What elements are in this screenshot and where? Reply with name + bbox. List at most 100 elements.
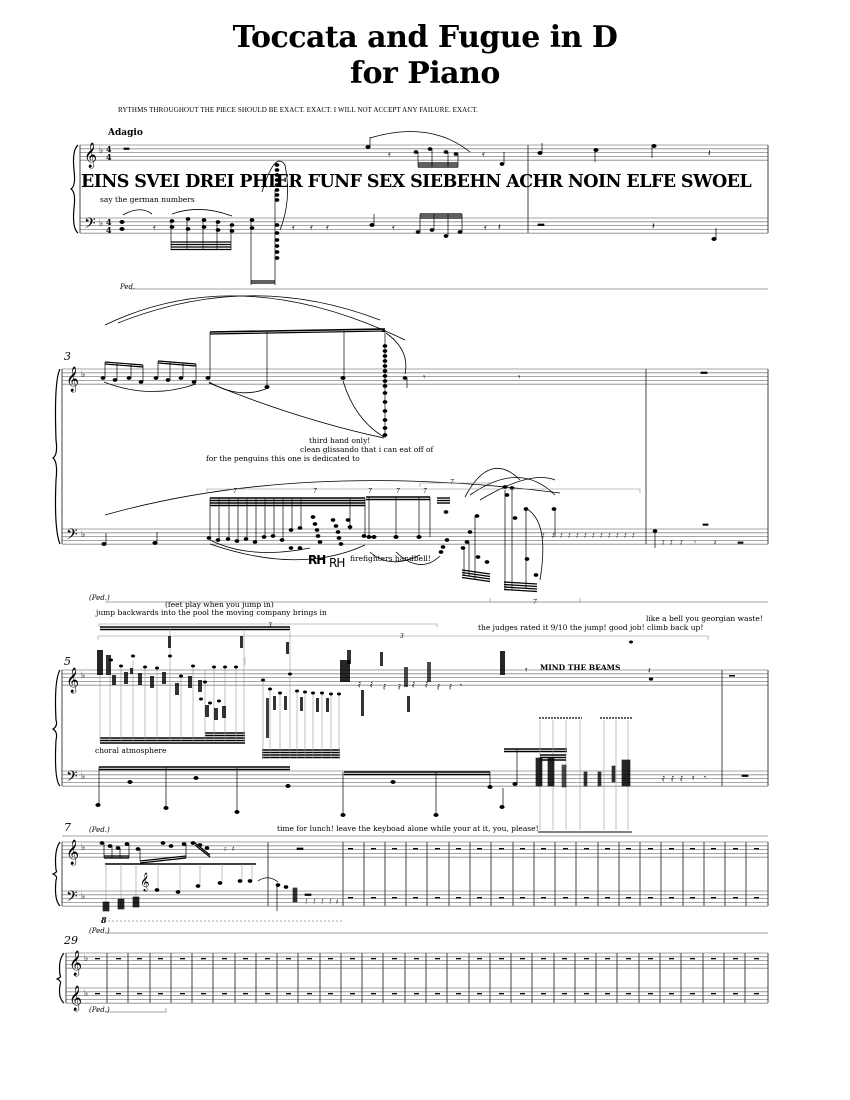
svg-text:4: 4 — [106, 144, 112, 154]
svg-text:𝄽: 𝄽 — [336, 898, 338, 906]
svg-text:𝅀: 𝅀 — [670, 539, 673, 547]
tempo-marking: Adagio — [108, 128, 143, 138]
svg-text:𝅀: 𝅀 — [680, 775, 683, 784]
svg-text:𝄿: 𝄿 — [292, 223, 295, 233]
svg-text:𝅀: 𝅀 — [592, 532, 595, 540]
performance-instruction: RYTHMS THROUGHOUT THE PIECE SHOULD BE EX… — [118, 106, 478, 114]
system-2 — [62, 368, 768, 545]
svg-text:4: 4 — [106, 225, 112, 235]
svg-text:𝄞: 𝄞 — [66, 667, 79, 693]
svg-text:𝅀: 𝅀 — [632, 532, 635, 540]
system-5-barlines — [65, 953, 769, 1003]
svg-text:𝅀: 𝅀 — [449, 683, 452, 692]
svg-text:𝄿: 𝄿 — [310, 223, 313, 233]
markup-feet-play: (feet play when you jump in) — [165, 600, 274, 609]
svg-text:𝅀: 𝅀 — [584, 532, 587, 540]
svg-text:𝅀: 𝅀 — [305, 898, 308, 906]
svg-text:7: 7 — [533, 599, 537, 606]
svg-text:7: 7 — [450, 479, 454, 486]
svg-text:𝄿: 𝄿 — [224, 845, 227, 853]
svg-text:♭: ♭ — [81, 843, 85, 853]
svg-text:3: 3 — [400, 633, 404, 640]
pedal-marking: Ped. — [120, 283, 136, 291]
svg-text:𝅀: 𝅀 — [313, 898, 316, 906]
treble-clef-icon: 𝄞 — [84, 142, 97, 168]
system-1-brace — [69, 144, 79, 234]
svg-text:𝄽: 𝄽 — [232, 845, 234, 853]
svg-text:𝄾: 𝄾 — [694, 539, 696, 547]
svg-text:𝅀: 𝅀 — [358, 681, 361, 690]
svg-text:♭: ♭ — [81, 671, 85, 681]
system-4 — [62, 835, 768, 934]
markup-jump-backwards: jump backwards into the pool the moving … — [96, 608, 327, 617]
markup-georgian: like a bell you georgian waste! — [646, 614, 763, 623]
markup-glissando: clean glissando that i can eat off of — [300, 445, 434, 454]
svg-text:♭: ♭ — [81, 530, 85, 540]
svg-text:𝅀: 𝅀 — [398, 683, 401, 692]
system-1 — [80, 144, 768, 234]
svg-text:𝄾: 𝄾 — [460, 681, 462, 690]
svg-text:7: 7 — [313, 488, 317, 495]
hand-label-rh-1: RH — [308, 553, 326, 567]
svg-text:4: 4 — [106, 152, 112, 162]
svg-text:𝅀: 𝅀 — [568, 532, 571, 540]
svg-text:♭: ♭ — [81, 370, 85, 380]
bass-clef-icon: 𝄢 — [84, 215, 96, 236]
svg-text:𝄽: 𝄽 — [498, 223, 501, 233]
svg-text:7: 7 — [396, 488, 400, 495]
multimeasure-rests-system-5 — [95, 958, 759, 995]
svg-text:♭: ♭ — [84, 989, 88, 999]
svg-text:𝅀: 𝅀 — [321, 898, 324, 906]
measure-number: 29 — [64, 934, 78, 947]
svg-text:𝄿: 𝄿 — [484, 223, 487, 233]
lyrics-line: EINS SVEI DREI PHIER FUNF SEX SIEBEHN AC… — [81, 172, 752, 192]
multimeasure-rests-system-4 — [348, 848, 759, 899]
svg-text:𝅀: 𝅀 — [542, 532, 545, 540]
measure-number: 3 — [64, 350, 71, 363]
svg-text:𝅀: 𝅀 — [560, 532, 563, 540]
svg-text:𝄿: 𝄿 — [482, 150, 485, 160]
svg-text:♭: ♭ — [84, 954, 88, 964]
svg-text:𝅀: 𝅀 — [600, 532, 603, 540]
svg-text:𝅀: 𝅀 — [608, 532, 611, 540]
markup-firefighters: firefighters handbell! — [350, 554, 431, 563]
markup-judges: the judges rated it 9/10 the jump! good … — [478, 623, 704, 632]
markup-mind-beams: MIND THE BEAMS — [540, 663, 621, 672]
svg-text:𝄾: 𝄾 — [423, 373, 426, 383]
svg-text:♭: ♭ — [99, 146, 103, 156]
svg-text:𝄞: 𝄞 — [69, 950, 82, 976]
pedal-marking: (Ped.) — [89, 1006, 110, 1014]
svg-text:𝄾: 𝄾 — [597, 665, 599, 674]
svg-text:𝄢: 𝄢 — [66, 768, 78, 789]
svg-text:𝅀: 𝅀 — [671, 775, 674, 784]
system-5 — [66, 952, 768, 1004]
system-3 — [62, 669, 768, 787]
svg-text:𝅀: 𝅀 — [624, 532, 627, 540]
pedal-marking-top: (Ped.) — [89, 826, 110, 834]
svg-text:𝄾: 𝄾 — [704, 773, 706, 782]
svg-text:𝅀: 𝅀 — [370, 681, 373, 690]
svg-text:𝅀: 𝅀 — [576, 532, 579, 540]
svg-text:𝄽: 𝄽 — [708, 149, 711, 159]
svg-text:𝄾: 𝄾 — [518, 373, 521, 383]
svg-text:𝄞: 𝄞 — [69, 985, 82, 1011]
svg-text:𝄞: 𝄞 — [66, 839, 79, 865]
svg-text:𝅀: 𝅀 — [616, 532, 619, 540]
svg-text:𝄿: 𝄿 — [392, 223, 395, 233]
svg-text:𝅀: 𝅀 — [552, 532, 555, 540]
svg-text:𝄿: 𝄿 — [153, 223, 156, 233]
svg-text:3: 3 — [268, 622, 272, 629]
svg-text:7: 7 — [233, 488, 237, 495]
ottava-marking: 8 — [101, 915, 107, 925]
score-title: Toccata and Fugue in D — [232, 20, 618, 55]
svg-text:𝄿: 𝄿 — [388, 150, 391, 160]
markup-german-numbers: say the german numbers — [100, 195, 195, 204]
svg-text:𝅀: 𝅀 — [662, 775, 665, 784]
markup-choral: choral atmosphere — [95, 746, 167, 755]
measure-number: 5 — [64, 655, 71, 668]
markup-third-hand: third hand only! — [309, 436, 371, 445]
svg-text:𝄽: 𝄽 — [648, 666, 651, 675]
svg-text:𝄢: 𝄢 — [66, 888, 78, 909]
svg-text:𝄿: 𝄿 — [525, 665, 528, 674]
